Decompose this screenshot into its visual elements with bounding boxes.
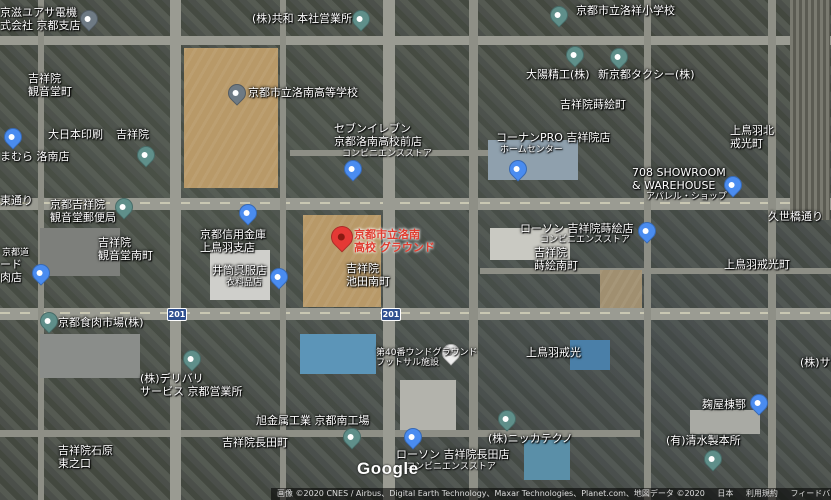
pin-icon-taiyo[interactable] xyxy=(562,42,588,68)
label-homecenter: ホームセンター xyxy=(500,145,563,155)
railway xyxy=(790,0,830,220)
label-konbini1: コンビニエンスストア xyxy=(342,149,432,159)
label-lawson1[interactable]: ローソン 吉祥院蒔絵店 xyxy=(520,222,634,235)
building-teal xyxy=(524,440,570,480)
route-shield-201-center: 201 xyxy=(381,308,401,321)
label-kyoto-road: 京都道 xyxy=(2,248,30,258)
label-kissho-kanjin-post[interactable]: 京都吉祥院 観音堂郵便局 xyxy=(50,198,116,224)
road-mid-minor xyxy=(280,0,286,500)
label-kissho-1[interactable]: 吉祥院 xyxy=(116,128,149,141)
label-kamitoba-kitashiko[interactable]: 上鳥羽北 戒光町 xyxy=(730,124,774,150)
pin-icon-shimizu[interactable] xyxy=(700,446,726,472)
label-showroom[interactable]: 708 SHOWROOM & WAREHOUSE xyxy=(632,166,726,192)
label-mamo[interactable]: まむら 洛南店 xyxy=(0,150,70,163)
pin-icon-asahi[interactable] xyxy=(339,424,365,450)
label-delivery[interactable]: (株)デリバリ サービス 京都営業所 xyxy=(140,372,243,398)
label-konbini2: コンビニエンスストア xyxy=(540,235,630,245)
label-rakunan-hs[interactable]: 京都市立洛南高等学校 xyxy=(248,86,358,99)
label-daiki-print[interactable]: 大日本印刷 xyxy=(48,128,103,141)
label-taiyo[interactable]: 大陽精工(株) xyxy=(526,68,590,81)
label-kissho-nagata[interactable]: 吉祥院長田町 xyxy=(222,436,288,449)
attribution-region: 日本 xyxy=(717,489,734,498)
pin-icon-lawson1[interactable] xyxy=(634,218,660,244)
pin-icon-seven-eleven[interactable] xyxy=(340,156,366,182)
road-east-b xyxy=(644,0,651,500)
building-grey-5 xyxy=(690,410,760,434)
pin-icon-mamo[interactable] xyxy=(0,124,26,150)
label-kyoto-electric[interactable]: 京滋ユアサ電機 式会社 京都支店 xyxy=(0,6,81,32)
label-nikka[interactable]: (株)ニッカテクノ xyxy=(488,432,573,445)
attribution-text: 画像 ©2020 CNES / Airbus、Digital Earth Tec… xyxy=(277,489,705,498)
terms-link[interactable]: 利用規約 xyxy=(745,489,778,498)
building-grey-3 xyxy=(488,140,578,180)
building-grey-2 xyxy=(490,228,570,260)
road-center-main xyxy=(383,0,395,500)
label-shimizu[interactable]: (有)清水製本所 xyxy=(666,434,741,447)
label-kissho-ishihara[interactable]: 吉祥院石原 東之口 xyxy=(58,444,113,470)
label-kyoto-meat[interactable]: 京都食肉市場(株) xyxy=(58,316,144,329)
label-road-2: 東通り xyxy=(0,194,33,207)
road-east-a xyxy=(469,0,478,500)
label-izutsu[interactable]: 井筒呉服店 xyxy=(212,264,267,277)
label-kissho-kanjin-minami[interactable]: 吉祥院 観音堂南町 xyxy=(98,236,153,262)
label-kyoto-hs-ground[interactable]: 京都市立洛南 高校 グラウンド xyxy=(354,228,435,254)
label-nanbu: ード 肉店 xyxy=(0,258,22,284)
road-west-main xyxy=(170,0,181,500)
label-kuze: 久世橋通り xyxy=(768,210,823,223)
building-mid xyxy=(40,228,120,276)
google-logo: Google xyxy=(357,459,419,478)
label-kamitoba-shiko[interactable]: 上鳥羽戒光町 xyxy=(724,258,790,271)
label-kohnan[interactable]: コーナンPRO 吉祥院店 xyxy=(496,131,611,144)
pin-icon-shin-kyoto-taxi[interactable] xyxy=(606,44,632,70)
pin-icon-kissho-elem[interactable] xyxy=(546,2,572,28)
label-kissho-elem[interactable]: 京都市立洛祥小学校 xyxy=(576,4,675,17)
label-kissho-kanjin[interactable]: 吉祥院 観音堂町 xyxy=(28,72,72,98)
label-kyowa[interactable]: (株)共和 本社営業所 xyxy=(252,12,353,25)
road-route-201 xyxy=(0,308,831,320)
pin-icon-izutsu[interactable] xyxy=(266,264,292,290)
label-kissho-ikeda[interactable]: 吉祥院 池田南町 xyxy=(346,262,390,288)
road-kuze-bashi xyxy=(0,198,831,210)
field-east xyxy=(600,270,642,308)
label-kabu[interactable]: (株)サ xyxy=(800,356,831,369)
road-north xyxy=(0,36,831,45)
building-grey-1 xyxy=(40,334,140,378)
label-seven-eleven[interactable]: セブンイレブン 京都洛南高校前店 xyxy=(334,122,422,148)
road-south xyxy=(0,430,640,437)
route-shield-201-west: 201 xyxy=(167,308,187,321)
pin-icon-kissho-1[interactable] xyxy=(133,142,159,168)
label-konbini3: コンビニエンスストア xyxy=(406,462,496,472)
label-shin-kyoto-taxi[interactable]: 新京都タクシー(株) xyxy=(598,68,695,81)
label-asahi[interactable]: 旭金属工業 京都南工場 xyxy=(256,414,370,427)
label-sports-ground[interactable]: 第40番ウンドグラウンド フットサル施設 xyxy=(376,348,478,368)
building-blue-2 xyxy=(570,340,610,370)
pin-icon-nikka[interactable] xyxy=(494,406,520,432)
building-white-1 xyxy=(210,250,270,300)
label-iryo: 衣料品店 xyxy=(226,278,263,288)
road-far-east xyxy=(768,0,776,500)
label-kissho-makie-minami[interactable]: 吉祥院 蒔絵南町 xyxy=(534,246,578,272)
label-kamoya[interactable]: 麹屋棟鄂 xyxy=(702,398,746,411)
feedback-link[interactable]: フィードバックの送信 xyxy=(790,489,831,498)
pin-icon-delivery[interactable] xyxy=(179,346,205,372)
label-kyoto-shinkin[interactable]: 京都信用金庫 上鳥羽支店 xyxy=(200,228,266,254)
label-tamanohana[interactable]: 上鳥羽戒光 xyxy=(526,346,581,359)
label-apparel: アパレル・ショップ xyxy=(646,192,727,202)
rakunan-hs-field-north xyxy=(184,48,278,188)
label-lawson2[interactable]: ローソン 吉祥院長田店 xyxy=(396,448,510,461)
road-east-middle xyxy=(480,268,831,274)
label-kissho-makie-n[interactable]: 吉祥院蒔絵町 xyxy=(560,98,626,111)
building-grey-4 xyxy=(400,380,456,430)
building-blue-roof xyxy=(300,334,376,374)
map-attribution-bar: 画像 ©2020 CNES / Airbus、Digital Earth Tec… xyxy=(271,488,831,500)
